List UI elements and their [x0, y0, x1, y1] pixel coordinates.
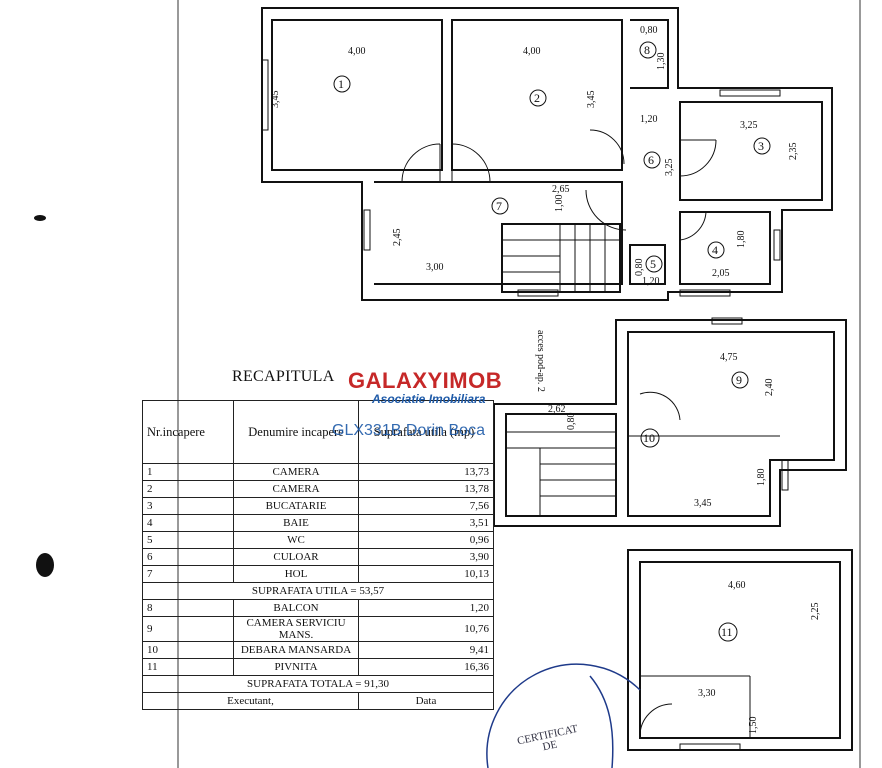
dim-r9-height: 2,40	[764, 379, 775, 397]
watermark-code: GLX331B Dorin Boca	[332, 422, 485, 439]
dim-r2-height: 3,45	[586, 91, 597, 109]
dim-r3-height: 2,35	[788, 143, 799, 161]
header-area: Suprafata utila (mp)	[358, 400, 494, 464]
room-marker-7: 7	[491, 197, 509, 215]
dim-r11-bottom-height: 1,50	[748, 717, 759, 735]
dim-r5-height: 0,80	[634, 259, 645, 277]
room-marker-3: 3	[753, 137, 771, 155]
svg-text:6: 6	[648, 153, 654, 167]
dim-r7-left-height: 2,45	[392, 229, 403, 247]
subtotal-row: SUPRAFATA UTILA = 53,57	[142, 582, 494, 600]
room-marker-11: 11	[718, 622, 738, 642]
header-name: Denumire incapere	[233, 400, 359, 464]
dim-r7-height: 1,00	[554, 195, 565, 213]
dim-r2-width: 4,00	[523, 46, 541, 57]
dim-r11-width: 4,60	[728, 580, 746, 591]
dim-r11-height: 2,25	[810, 603, 821, 621]
punch-hole-mark	[34, 215, 46, 221]
dim-r11-bottom-width: 3,30	[698, 688, 716, 699]
dim-r8-width: 0,80	[640, 25, 658, 36]
room-marker-8: 8	[639, 41, 657, 59]
total-row: SUPRAFATA TOTALA = 91,30	[142, 675, 494, 693]
basement-floor-plan	[627, 549, 853, 751]
room-markers: 1 2 3 4 5 6 7 8 9 10 11	[333, 41, 771, 642]
room-marker-5: 5	[645, 255, 663, 273]
dim-r1-height: 3,45	[270, 91, 281, 109]
watermark-subtitle: Asociatie Imobiliara	[372, 392, 486, 406]
dim-r4-width: 2,05	[712, 268, 730, 279]
svg-text:4: 4	[712, 243, 718, 257]
total-text: SUPRAFATA TOTALA = 91,30	[142, 675, 494, 693]
stamp-arc	[486, 663, 641, 768]
dim-r7-bottom-width: 3,00	[426, 262, 444, 273]
dim-r6-height: 3,25	[664, 159, 675, 177]
dim-r7-width: 2,65	[552, 184, 570, 195]
signature-stroke	[589, 675, 614, 768]
svg-text:5: 5	[650, 257, 656, 271]
dim-r4-height: 1,80	[736, 231, 747, 249]
data-label: Data	[358, 692, 494, 710]
attic-floor-plan	[493, 317, 847, 527]
svg-text:9: 9	[736, 373, 742, 387]
dim-r6-width: 1,20	[640, 114, 658, 125]
room-marker-2: 2	[529, 89, 547, 107]
dim-r10-width: 2,62	[548, 404, 566, 415]
svg-text:3: 3	[758, 139, 764, 153]
dim-r10-bottom-width: 3,45	[694, 498, 712, 509]
recap-table: Nr.incapere Denumire incapere Suprafata …	[142, 400, 494, 710]
dim-r3-width: 3,25	[740, 120, 758, 131]
dim-r9-width: 4,75	[720, 352, 738, 363]
dim-r1-width: 4,00	[348, 46, 366, 57]
svg-text:10: 10	[643, 431, 655, 445]
watermark-logo: GALAXYIMOB	[348, 368, 503, 393]
room-marker-9: 9	[731, 371, 749, 389]
dimension-labels: 4,00 3,45 4,00 3,45 0,80 1,30 1,20 3,25 …	[270, 25, 821, 734]
svg-text:2: 2	[534, 91, 540, 105]
svg-text:7: 7	[496, 199, 502, 213]
recap-title: RECAPITULA	[232, 368, 335, 385]
punch-hole-mark	[36, 553, 54, 577]
svg-text:11: 11	[721, 625, 733, 639]
dim-r8-height: 1,30	[656, 53, 667, 71]
dim-r10-height: 0,80	[566, 413, 577, 431]
room-marker-6: 6	[643, 151, 661, 169]
dim-r10-bottom-height: 1,80	[756, 469, 767, 487]
table-header-row: Nr.incapere Denumire incapere Suprafata …	[142, 400, 494, 464]
footer-row: Executant, Data	[142, 692, 494, 710]
room-marker-4: 4	[707, 241, 725, 259]
acces-label: acces pod-ap. 2	[535, 330, 546, 392]
svg-text:8: 8	[644, 43, 650, 57]
room-marker-10: 10	[640, 428, 660, 448]
dim-r5-width: 1,20	[642, 276, 660, 287]
header-nr: Nr.incapere	[142, 400, 234, 464]
room-marker-1: 1	[333, 75, 351, 93]
executant-label: Executant,	[142, 692, 359, 710]
ground-floor-plan	[261, 7, 833, 301]
subtotal-text: SUPRAFATA UTILA = 53,57	[142, 582, 494, 600]
svg-text:1: 1	[338, 77, 344, 91]
